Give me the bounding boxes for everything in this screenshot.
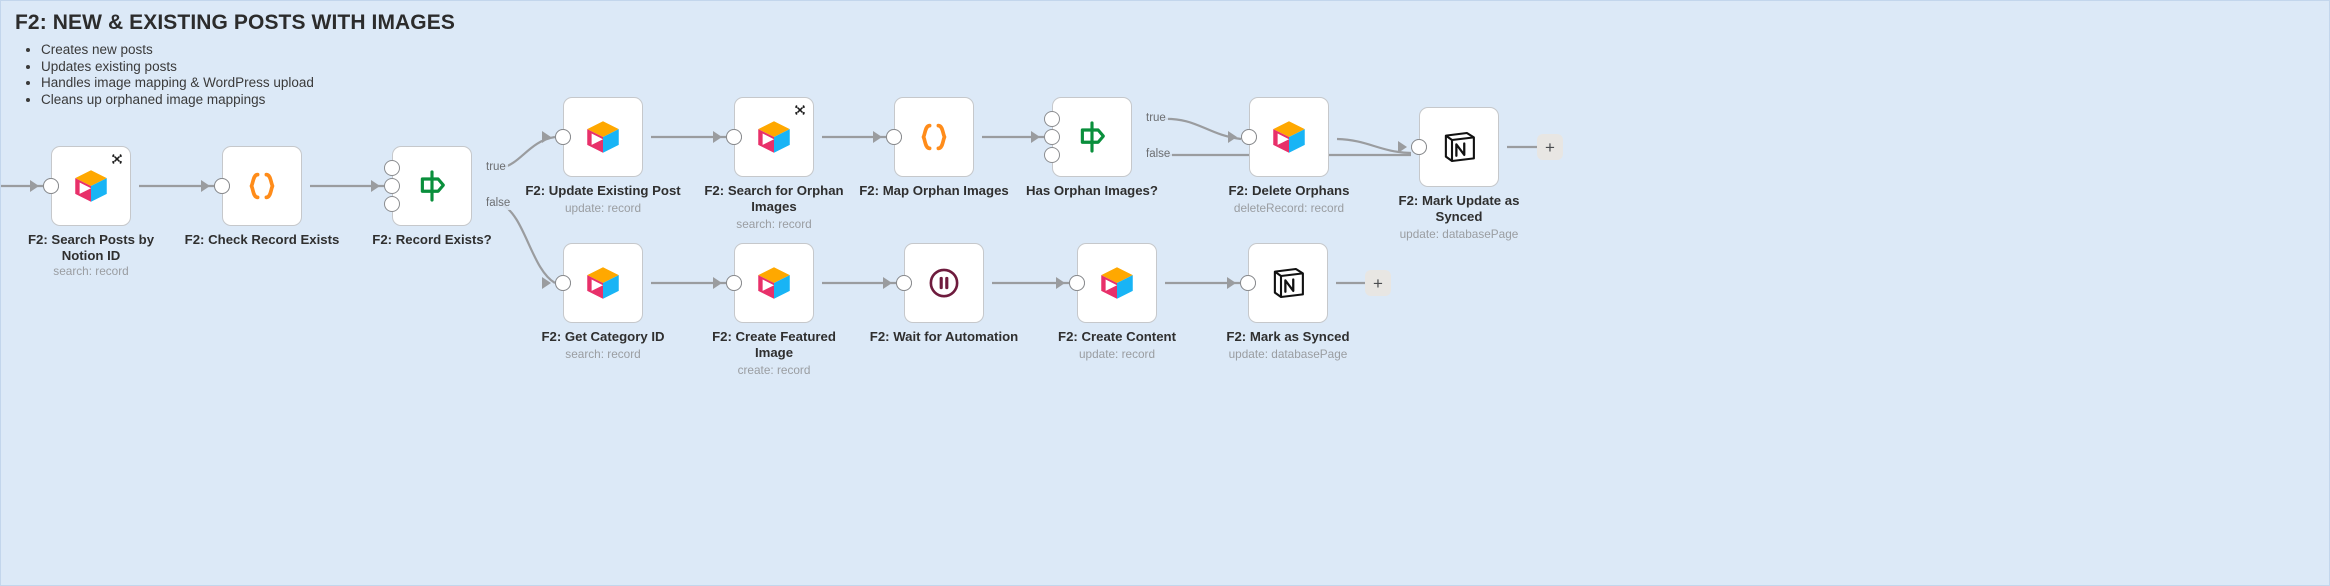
node-box[interactable] xyxy=(563,243,643,323)
node-sublabel: search: record xyxy=(565,347,641,361)
node-label: F2: Create Featured Image xyxy=(712,329,836,360)
add-node-button[interactable]: + xyxy=(1365,270,1391,296)
output-port[interactable] xyxy=(1411,139,1427,155)
baserow-icon xyxy=(1273,121,1305,153)
output-port[interactable] xyxy=(896,275,912,291)
notion-icon xyxy=(1444,131,1475,163)
node-box[interactable] xyxy=(1077,243,1157,323)
output-port-false[interactable] xyxy=(1044,147,1060,163)
node-label: F2: Check Record Exists xyxy=(184,232,340,247)
feature-bullet-list: Creates new posts Updates existing posts… xyxy=(15,42,2329,108)
loop-icon xyxy=(112,154,122,164)
output-port[interactable] xyxy=(1240,275,1256,291)
output-port-true[interactable] xyxy=(1044,111,1060,127)
port-label-false: false xyxy=(1144,148,1173,161)
edge-arrowhead xyxy=(1228,131,1237,143)
node-sublabel: deleteRecord: record xyxy=(1233,201,1345,215)
node-box[interactable] xyxy=(734,243,814,323)
node-box[interactable] xyxy=(1248,243,1328,323)
output-port[interactable] xyxy=(1241,129,1257,145)
add-node-button[interactable]: + xyxy=(1537,134,1563,160)
node-box[interactable] xyxy=(51,146,131,226)
loop-icon xyxy=(795,105,805,115)
baserow-icon xyxy=(75,170,107,202)
output-port[interactable] xyxy=(726,129,742,145)
node-box[interactable] xyxy=(1419,107,1499,187)
output-port-false[interactable] xyxy=(384,196,400,212)
output-port[interactable] xyxy=(214,178,230,194)
node-label: F2: Search Posts by Notion ID xyxy=(27,232,155,263)
output-port[interactable] xyxy=(43,178,59,194)
edge-arrowhead xyxy=(30,180,39,192)
list-item: Updates existing posts xyxy=(41,59,2329,76)
baserow-icon xyxy=(587,267,619,299)
node-sublabel: search: record xyxy=(736,217,812,231)
node-box[interactable] xyxy=(894,97,974,177)
node-sublabel: create: record xyxy=(737,363,811,377)
workflow-header: F2: NEW & EXISTING POSTS WITH IMAGES Cre… xyxy=(1,1,2329,108)
edge-arrowhead xyxy=(371,180,380,192)
page-title: F2: NEW & EXISTING POSTS WITH IMAGES xyxy=(15,11,455,34)
pause-circle-icon xyxy=(929,268,959,298)
node-box[interactable] xyxy=(563,97,643,177)
node-label: F2: Wait for Automation xyxy=(869,329,1019,344)
baserow-icon xyxy=(758,267,790,299)
list-item: Handles image mapping & WordPress upload xyxy=(41,75,2329,92)
input-port[interactable] xyxy=(1044,129,1060,145)
port-label-true: true xyxy=(1144,112,1168,125)
edge-arrowhead xyxy=(542,277,551,289)
port-label-true: true xyxy=(484,161,508,174)
code-braces-icon xyxy=(249,172,275,200)
code-braces-icon xyxy=(921,123,947,151)
output-port[interactable] xyxy=(1069,275,1085,291)
node-label: F2: Delete Orphans xyxy=(1228,183,1350,198)
node-label: F2: Map Orphan Images xyxy=(859,183,1009,198)
node-label: F2: Record Exists? xyxy=(372,232,492,247)
output-port-true[interactable] xyxy=(384,160,400,176)
edge-arrowhead xyxy=(542,131,551,143)
node-label: F2: Update Existing Post xyxy=(525,183,681,198)
baserow-icon xyxy=(1101,267,1133,299)
baserow-icon xyxy=(758,121,790,153)
edge-arrowhead xyxy=(713,131,722,143)
edge-arrowhead xyxy=(873,131,882,143)
node-sublabel: update: databasePage xyxy=(1228,347,1348,361)
edge-arrowhead xyxy=(1031,131,1040,143)
node-label: F2: Create Content xyxy=(1058,329,1176,344)
list-item: Creates new posts xyxy=(41,42,2329,59)
input-port[interactable] xyxy=(384,178,400,194)
edge-arrowhead xyxy=(1056,277,1065,289)
edge-arrowhead xyxy=(713,277,722,289)
node-label: F2: Mark Update as Synced xyxy=(1398,193,1520,224)
node-box[interactable] xyxy=(904,243,984,323)
output-port[interactable] xyxy=(886,129,902,145)
signpost-if-icon xyxy=(1080,121,1105,153)
edge-arrowhead xyxy=(1398,141,1407,153)
notion-icon xyxy=(1273,267,1304,299)
node-sublabel: update: databasePage xyxy=(1399,227,1519,241)
node-label: F2: Get Category ID xyxy=(541,329,665,344)
node-box[interactable] xyxy=(1249,97,1329,177)
port-label-false: false xyxy=(484,197,513,210)
node-box[interactable] xyxy=(222,146,302,226)
node-box[interactable] xyxy=(734,97,814,177)
edge-arrowhead xyxy=(883,277,892,289)
node-sublabel: search: record xyxy=(53,264,129,278)
node-label: F2: Mark as Synced xyxy=(1226,329,1350,344)
edge-arrowhead xyxy=(201,180,210,192)
output-port[interactable] xyxy=(726,275,742,291)
edge-arrowhead xyxy=(1227,277,1236,289)
signpost-if-icon xyxy=(420,170,445,202)
node-box[interactable] xyxy=(1052,97,1132,177)
baserow-icon xyxy=(587,121,619,153)
node-box[interactable] xyxy=(392,146,472,226)
output-port[interactable] xyxy=(555,129,571,145)
node-sublabel: update: record xyxy=(1078,347,1156,361)
output-port[interactable] xyxy=(555,275,571,291)
node-label: F2: Search for Orphan Images xyxy=(704,183,844,214)
node-label: Has Orphan Images? xyxy=(1026,183,1158,198)
node-sublabel: update: record xyxy=(564,201,642,215)
list-item: Cleans up orphaned image mappings xyxy=(41,92,2329,109)
